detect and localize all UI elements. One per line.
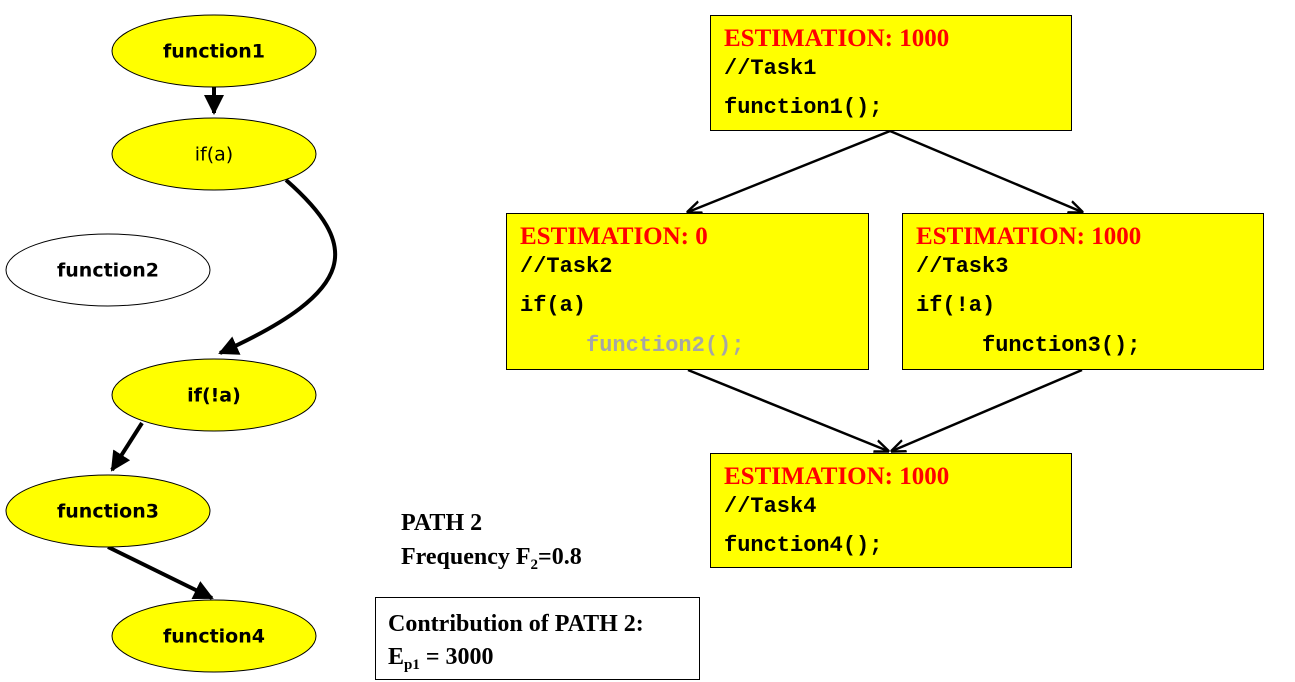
flow-node-function2: function2 [5,233,211,307]
task-comment: //Task3 [916,254,1009,279]
contribution-symbol: E [388,644,405,670]
edge-task1-to-task3 [889,129,1082,212]
frequency-prefix: Frequency F [401,544,531,570]
node-label: if(!a) [187,385,241,407]
node-ellipse [5,474,211,548]
node-label: function4 [163,626,265,648]
edge-task1-to-task2 [688,129,891,212]
estimation-label: ESTIMATION: 1000 [916,223,1142,250]
flow-edges [107,87,338,600]
node-ellipse [111,14,317,88]
flow-node-if-not-a: if(!a) [111,358,317,432]
edge-task3-to-task4 [892,368,1083,451]
task-comment: //Task1 [724,56,817,81]
code-line: function4(); [724,533,883,558]
node-ellipse [5,233,211,307]
edge-if-a-to-if-not-a [218,178,338,355]
contribution-value: = 3000 [419,644,494,670]
contribution-formula: Ep1 = 3000 [388,641,699,682]
contribution-title: Contribution of PATH 2: [388,611,644,637]
task-comment: //Task4 [724,494,817,519]
estimation-label: ESTIMATION: 1000 [724,463,950,490]
task-box-3: ESTIMATION: 1000 //Task3 if(!a) function… [902,213,1264,370]
path-info: PATH 2 Frequency F2=0.8 [401,506,582,582]
contribution-subscript: p1 [404,657,420,673]
task-box-1: ESTIMATION: 1000 //Task1 function1(); [710,15,1072,131]
node-ellipse [111,358,317,432]
code-line: function3(); [982,333,1141,358]
node-label: function3 [57,501,159,523]
node-label: function2 [57,260,159,282]
code-line: if(!a) [916,293,996,318]
frequency-subscript: 2 [530,557,539,573]
code-line: function1(); [724,95,883,120]
node-label: if(a) [195,144,233,166]
edge-task2-to-task4 [687,368,888,451]
estimation-label: ESTIMATION: 0 [520,223,708,250]
path-frequency: Frequency F2=0.8 [401,540,582,582]
flow-node-function1: function1 [111,14,317,88]
flow-node-if-a: if(a) [111,117,317,191]
estimation-label: ESTIMATION: 1000 [724,25,950,52]
code-line: if(a) [520,293,587,318]
node-label: function1 [163,41,265,63]
node-ellipse [111,117,317,191]
frequency-value: =0.8 [538,544,582,570]
task-box-2: ESTIMATION: 0 //Task2 if(a) function2(); [506,213,869,370]
path-title: PATH 2 [401,510,483,536]
flow-node-function4: function4 [111,599,317,673]
contribution-box: Contribution of PATH 2: Ep1 = 3000 [375,597,700,680]
task-edges [687,129,1083,451]
task-comment: //Task2 [520,254,613,279]
node-ellipse [111,599,317,673]
code-line-inactive: function2(); [586,333,745,358]
flow-node-function3: function3 [5,474,211,548]
edge-if-not-a-to-function3 [110,421,144,472]
task-box-4: ESTIMATION: 1000 //Task4 function4(); [710,453,1072,568]
edge-function3-to-function4 [107,545,214,600]
